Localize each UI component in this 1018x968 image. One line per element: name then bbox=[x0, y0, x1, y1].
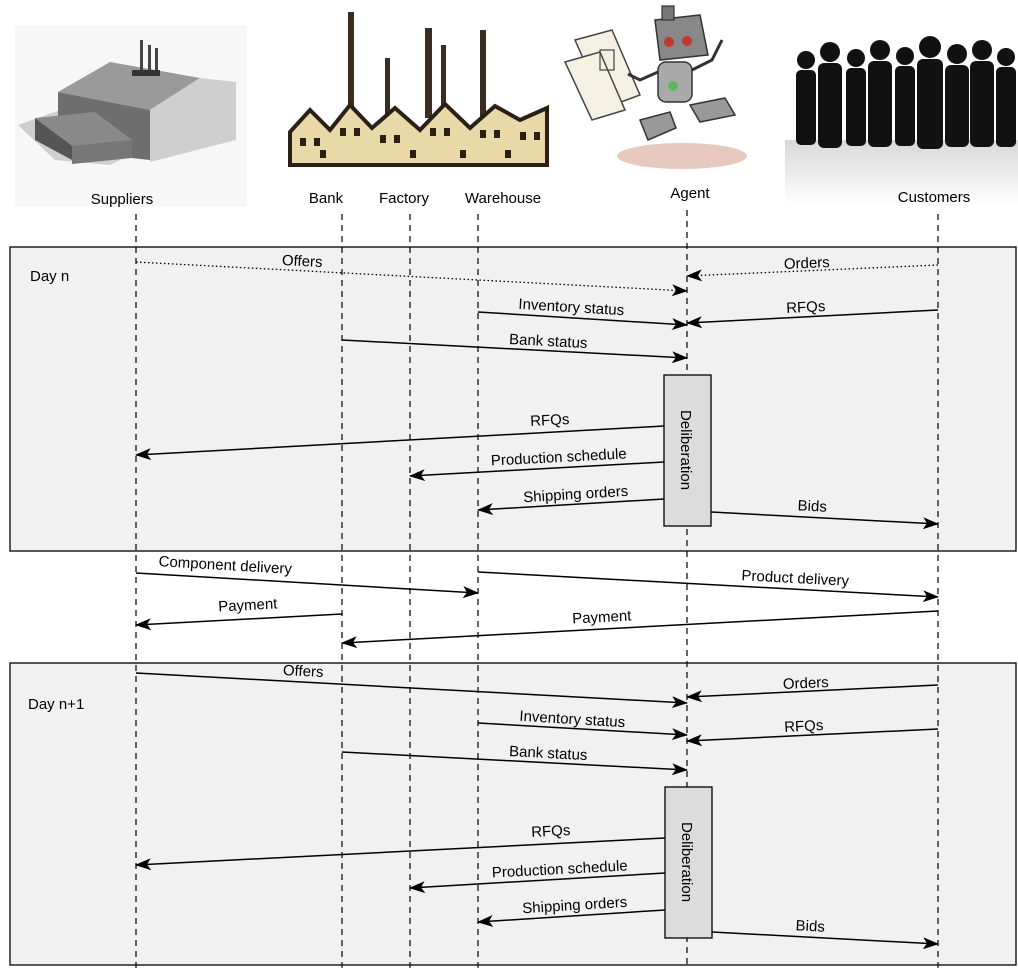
message-arrow bbox=[135, 613, 343, 631]
message-arrow bbox=[477, 311, 688, 331]
message-arrow bbox=[686, 264, 939, 282]
message-label: RFQs bbox=[784, 717, 824, 736]
message-arrow bbox=[341, 751, 688, 776]
participant-factory: Factory bbox=[379, 190, 430, 207]
message-arrow bbox=[477, 498, 665, 516]
message-label: RFQs bbox=[786, 298, 826, 317]
day-n-plus-1-label: Day n+1 bbox=[28, 696, 84, 713]
message-arrow bbox=[477, 571, 939, 603]
message-label: Bank status bbox=[509, 743, 588, 764]
message-arrow bbox=[686, 684, 939, 703]
message-label: Bids bbox=[797, 497, 827, 516]
participant-warehouse: Warehouse bbox=[465, 190, 541, 207]
message-arrow bbox=[686, 728, 939, 747]
message-arrow bbox=[341, 339, 688, 364]
message-arrow bbox=[135, 425, 665, 461]
message-label: Inventory status bbox=[518, 296, 625, 319]
message-label: Shipping orders bbox=[523, 483, 629, 506]
message-label: Orders bbox=[784, 254, 831, 273]
message-label: Shipping orders bbox=[522, 894, 628, 917]
message-label: Bank status bbox=[509, 331, 588, 352]
robot-agent-icon bbox=[563, 5, 747, 169]
participant-suppliers: Suppliers bbox=[91, 191, 154, 208]
participant-customers: Customers bbox=[898, 189, 971, 206]
deliberation-label-day-n: Deliberation bbox=[677, 410, 694, 490]
message-arrow bbox=[135, 837, 666, 871]
day-n-panel bbox=[9, 246, 1017, 552]
message-label: Component delivery bbox=[158, 553, 293, 578]
message-arrow bbox=[686, 309, 939, 329]
message-label: Payment bbox=[218, 595, 279, 615]
crowd-silhouette-icon bbox=[785, 36, 1018, 205]
message-label: Offers bbox=[282, 252, 323, 271]
message-arrow bbox=[341, 610, 939, 649]
message-label: RFQs bbox=[530, 411, 570, 430]
day-n-label: Day n bbox=[30, 268, 69, 285]
day-n-plus-1-panel bbox=[9, 662, 1017, 966]
factory-town-icon bbox=[288, 12, 549, 167]
message-arrow bbox=[409, 461, 665, 482]
deliberation-label-day-n-plus-1: Deliberation bbox=[678, 822, 695, 902]
message-arrow bbox=[135, 572, 479, 599]
message-label: RFQs bbox=[531, 822, 571, 841]
message-label: Product delivery bbox=[741, 567, 850, 590]
supplier-building-icon bbox=[15, 25, 247, 207]
message-label: Offers bbox=[283, 662, 324, 681]
message-label: Payment bbox=[572, 607, 633, 627]
message-label: Orders bbox=[783, 674, 830, 693]
deliberation-box-day-n bbox=[663, 374, 712, 527]
message-arrow bbox=[409, 872, 666, 894]
message-label: Inventory status bbox=[519, 708, 626, 731]
participant-bank: Bank bbox=[309, 190, 344, 207]
message-arrow bbox=[711, 931, 939, 950]
message-arrow bbox=[135, 672, 688, 709]
deliberation-box-day-n-plus-1 bbox=[664, 786, 713, 939]
participant-agent: Agent bbox=[670, 185, 710, 202]
message-label: Bids bbox=[795, 917, 825, 936]
message-arrow bbox=[477, 909, 666, 928]
message-arrow bbox=[710, 511, 939, 530]
message-arrow bbox=[477, 722, 688, 741]
